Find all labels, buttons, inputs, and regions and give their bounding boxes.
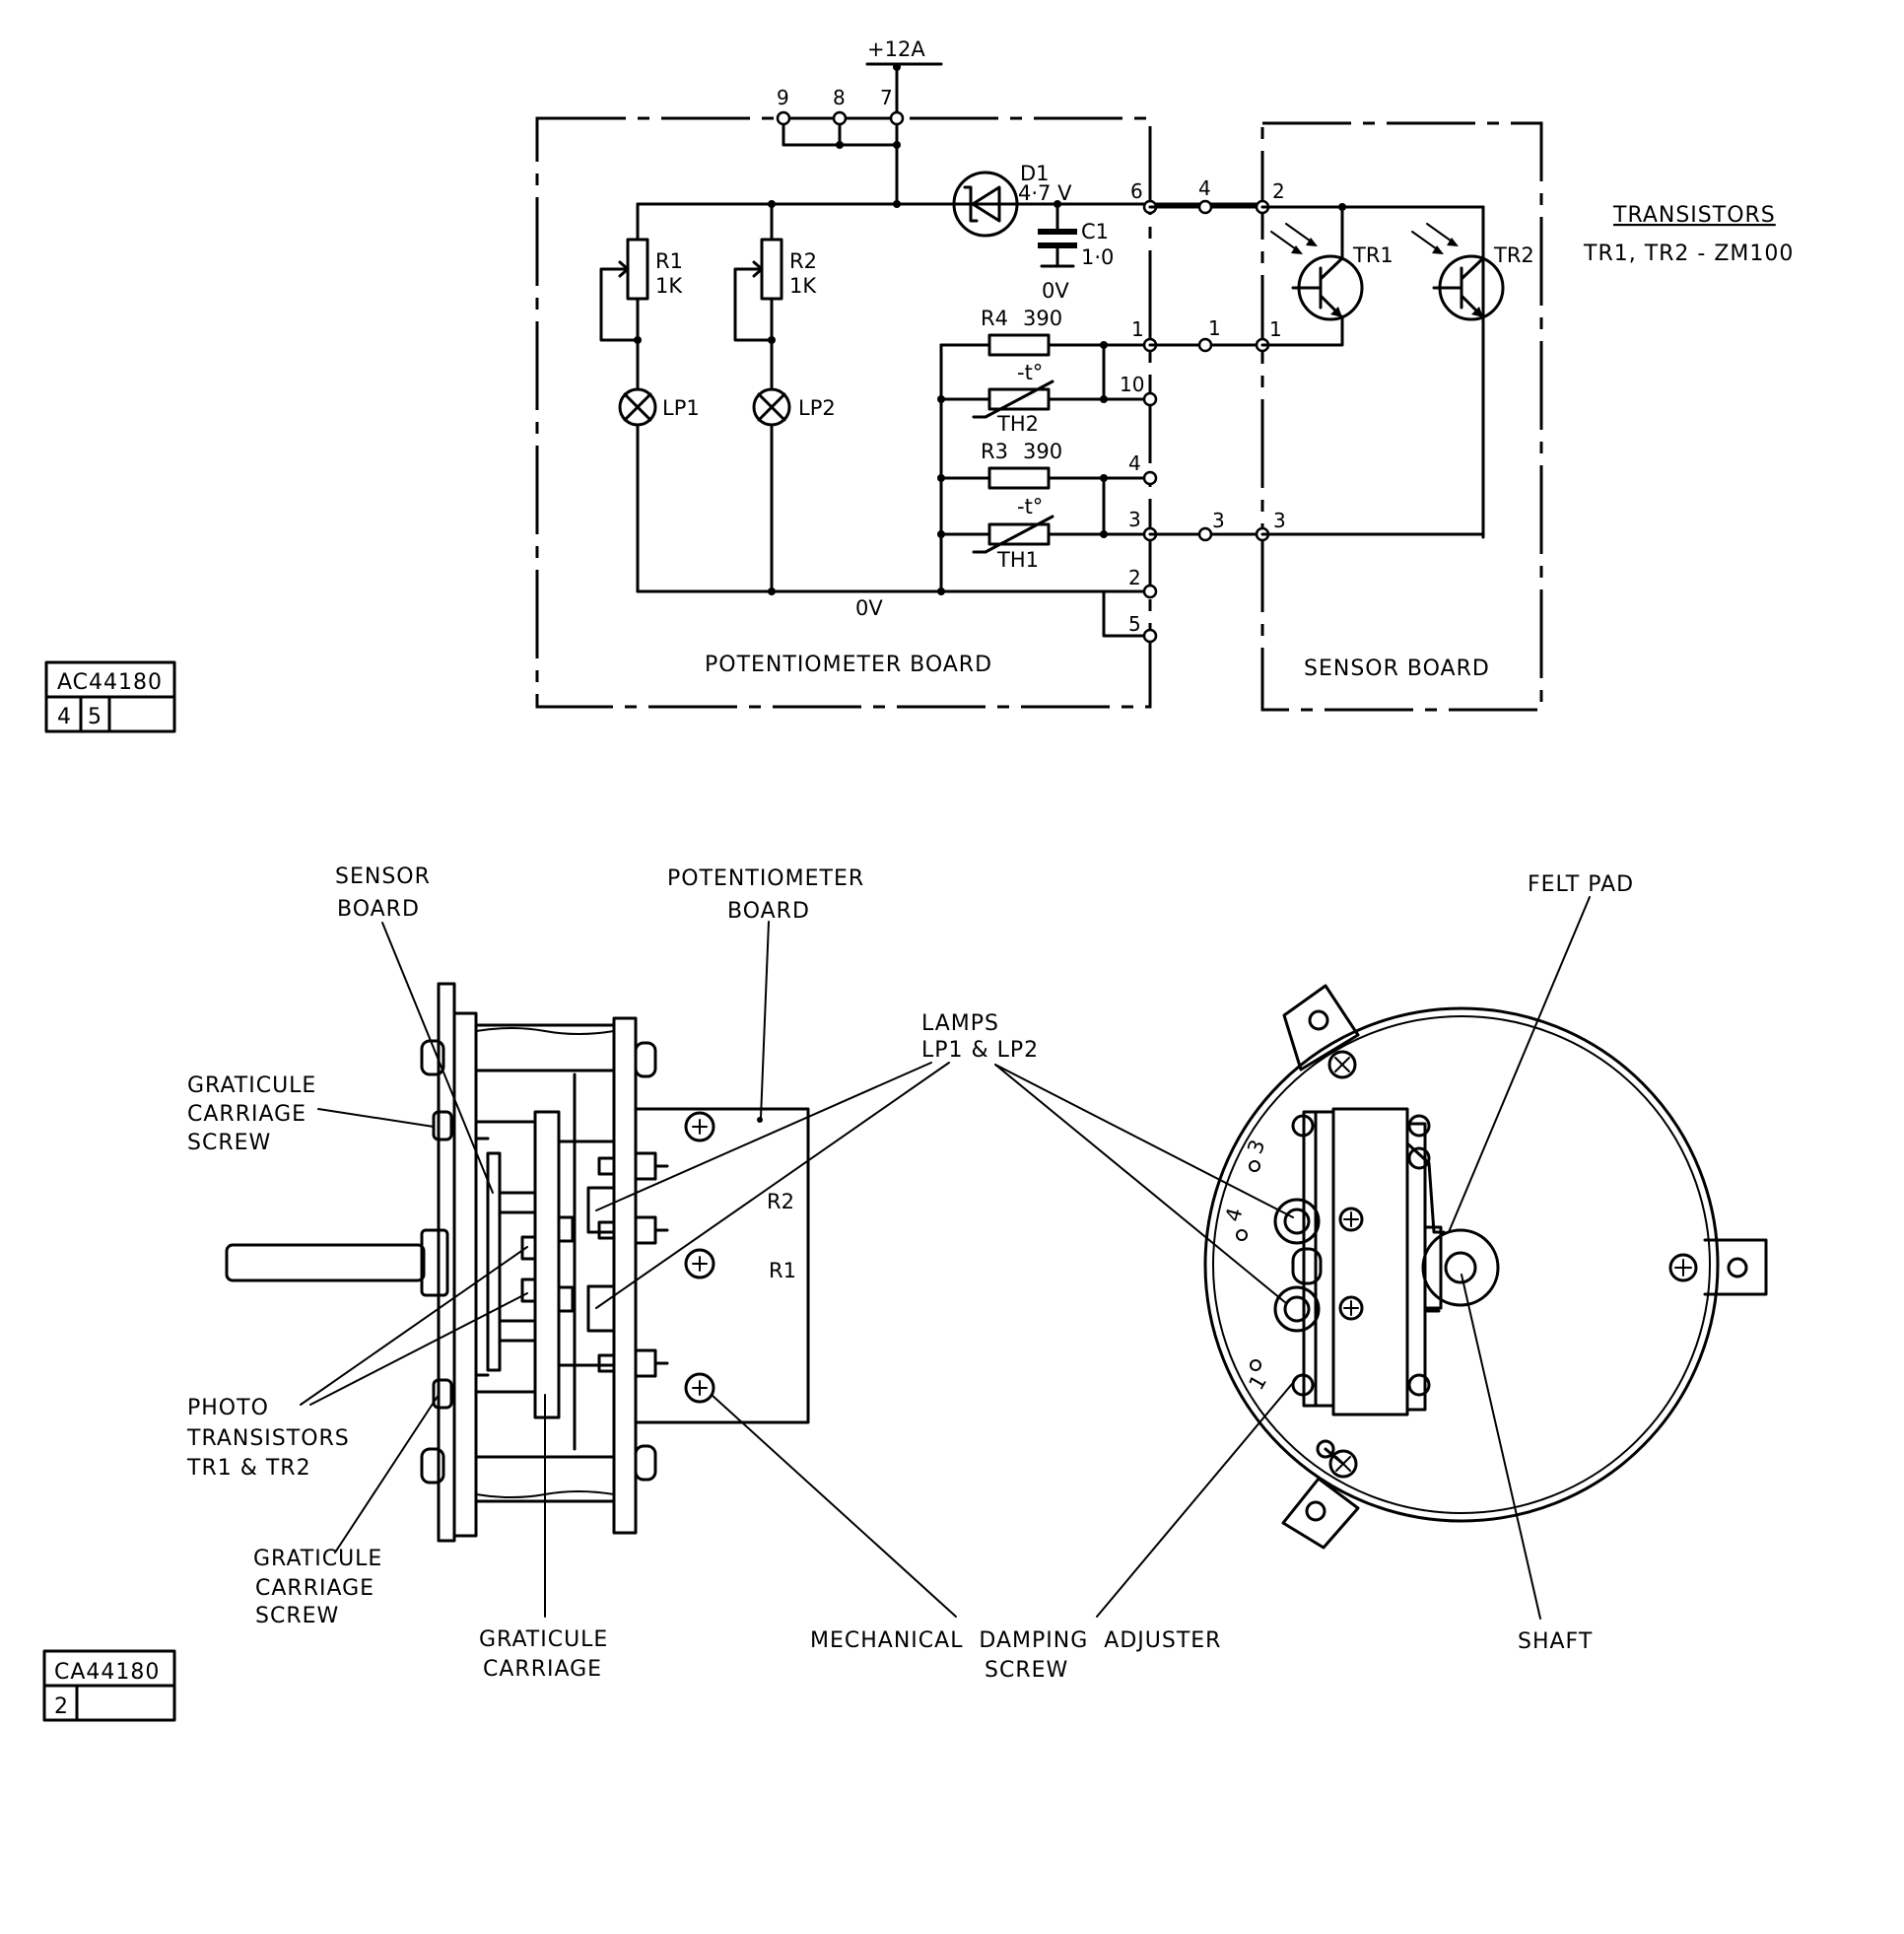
pot-pin-1: 1 [1131, 317, 1144, 341]
board-mark-r1: R1 [769, 1259, 796, 1282]
callout-lamps-1: LAMPS [921, 1011, 999, 1036]
callout-pot-board-1: POTENTIOMETER [667, 866, 864, 891]
callout-damping-adjuster-1: MECHANICAL DAMPING ADJUSTER [810, 1628, 1221, 1653]
pin-8: 8 [833, 86, 846, 109]
transistor-note-text: TR1, TR2 - ZM100 [1583, 242, 1794, 266]
link-pin-1: 1 [1208, 316, 1221, 340]
callout-graticule-screw-upper-2: CARRIAGE [187, 1102, 306, 1127]
r4-value: 390 [1023, 307, 1062, 330]
r2-value: 1K [789, 274, 817, 298]
capacitor-c1 [1038, 202, 1077, 268]
th2-symbol: -t° [1017, 361, 1043, 384]
supply-label: +12A [867, 37, 925, 61]
zener-diode-d1 [952, 171, 1019, 238]
disc-mark-3: 3 [1243, 1137, 1269, 1157]
ref-cell-top-1: 4 [57, 705, 72, 729]
branch-r2-lp2 [733, 202, 791, 593]
assembly-end-view: 3 4 1 [1203, 984, 1768, 1550]
callout-graticule-screw-lower-3: SCREW [255, 1604, 339, 1628]
circuit-diagram: +12A 9 8 7 D1 4·7 V [535, 37, 1794, 712]
callout-photo-transistors-3: TR1 & TR2 [186, 1456, 311, 1481]
pot-pin-4: 4 [1128, 451, 1141, 475]
tr2-label: TR2 [1493, 243, 1534, 267]
th1-symbol: -t° [1017, 495, 1043, 518]
callout-sensor-board-1: SENSOR [335, 864, 431, 889]
phototransistor-tr2 [1411, 223, 1505, 321]
callout-photo-transistors-1: PHOTO [187, 1396, 269, 1420]
transistor-note-title: TRANSISTORS [1612, 203, 1776, 228]
callout-graticule-screw-upper-1: GRATICULE [187, 1073, 316, 1098]
pot-pin-10: 10 [1120, 373, 1144, 396]
pot-pin-6: 6 [1130, 179, 1143, 203]
sensor-board-outline [1260, 121, 1543, 712]
callout-graticule-screw-lower-1: GRATICULE [253, 1547, 382, 1571]
lp1-label: LP1 [662, 396, 700, 420]
r3-ref: R3 [981, 440, 1008, 463]
r1-ref: R1 [655, 249, 683, 273]
c1-ground: 0V [1042, 279, 1069, 303]
pot-pin-3: 3 [1128, 508, 1141, 531]
sensor-pin-1: 1 [1269, 317, 1282, 341]
pin-7: 7 [880, 86, 893, 109]
ref-cell-top-2: 5 [88, 705, 102, 729]
lp2-label: LP2 [798, 396, 836, 420]
link-pin-4: 4 [1198, 176, 1211, 200]
callout-lamps-2: LP1 & LP2 [921, 1038, 1039, 1063]
r1-value: 1K [655, 274, 683, 298]
r2-ref: R2 [789, 249, 817, 273]
th1-ref: TH1 [996, 548, 1039, 572]
callout-leaders [300, 896, 1591, 1620]
pot-pin-5: 5 [1128, 612, 1141, 636]
ground-label: 0V [855, 596, 883, 620]
pot-pin-2: 2 [1128, 566, 1141, 589]
th2-ref: TH2 [996, 412, 1039, 436]
branch-r1-lp1 [599, 202, 657, 593]
disc-mark-4: 4 [1221, 1206, 1248, 1224]
callout-graticule-carriage-2: CARRIAGE [483, 1657, 602, 1682]
sensor-pin-3: 3 [1273, 509, 1286, 532]
reference-box-bottom: CA44180 2 [42, 1649, 176, 1722]
board-mark-r2: R2 [767, 1190, 794, 1213]
sensor-pin-2: 2 [1272, 179, 1285, 203]
c1-value: 1·0 [1081, 245, 1114, 269]
thermistor-network [937, 333, 1152, 638]
d1-value: 4·7 V [1018, 181, 1072, 205]
r4-ref: R4 [981, 307, 1008, 330]
callout-felt-pad: FELT PAD [1528, 872, 1634, 897]
tr1-label: TR1 [1352, 243, 1394, 267]
ref-code-top: AC44180 [57, 670, 163, 695]
assembly-side-view: R2 R1 [225, 982, 810, 1543]
callout-pot-board-2: BOARD [727, 899, 810, 924]
pin-9: 9 [777, 86, 789, 109]
sensor-board-label: SENSOR BOARD [1304, 656, 1490, 681]
callout-damping-adjuster-2: SCREW [985, 1658, 1068, 1683]
c1-ref: C1 [1081, 220, 1109, 243]
phototransistor-tr1 [1260, 205, 1364, 347]
callout-graticule-carriage-1: GRATICULE [479, 1627, 608, 1652]
d1-ref: D1 [1020, 162, 1050, 185]
potentiometer-board-label: POTENTIOMETER BOARD [705, 653, 992, 677]
callout-photo-transistors-2: TRANSISTORS [186, 1426, 350, 1451]
ref-cell-bottom-1: 2 [54, 1694, 69, 1719]
callout-graticule-screw-lower-2: CARRIAGE [255, 1576, 374, 1601]
ref-code-bottom: CA44180 [54, 1660, 160, 1685]
link-pin-3: 3 [1212, 509, 1225, 532]
callout-sensor-board-2: BOARD [337, 897, 420, 922]
r3-value: 390 [1023, 440, 1062, 463]
callout-graticule-screw-upper-3: SCREW [187, 1131, 271, 1155]
reference-box-top: AC44180 4 5 [44, 660, 176, 733]
callout-shaft: SHAFT [1518, 1629, 1593, 1654]
